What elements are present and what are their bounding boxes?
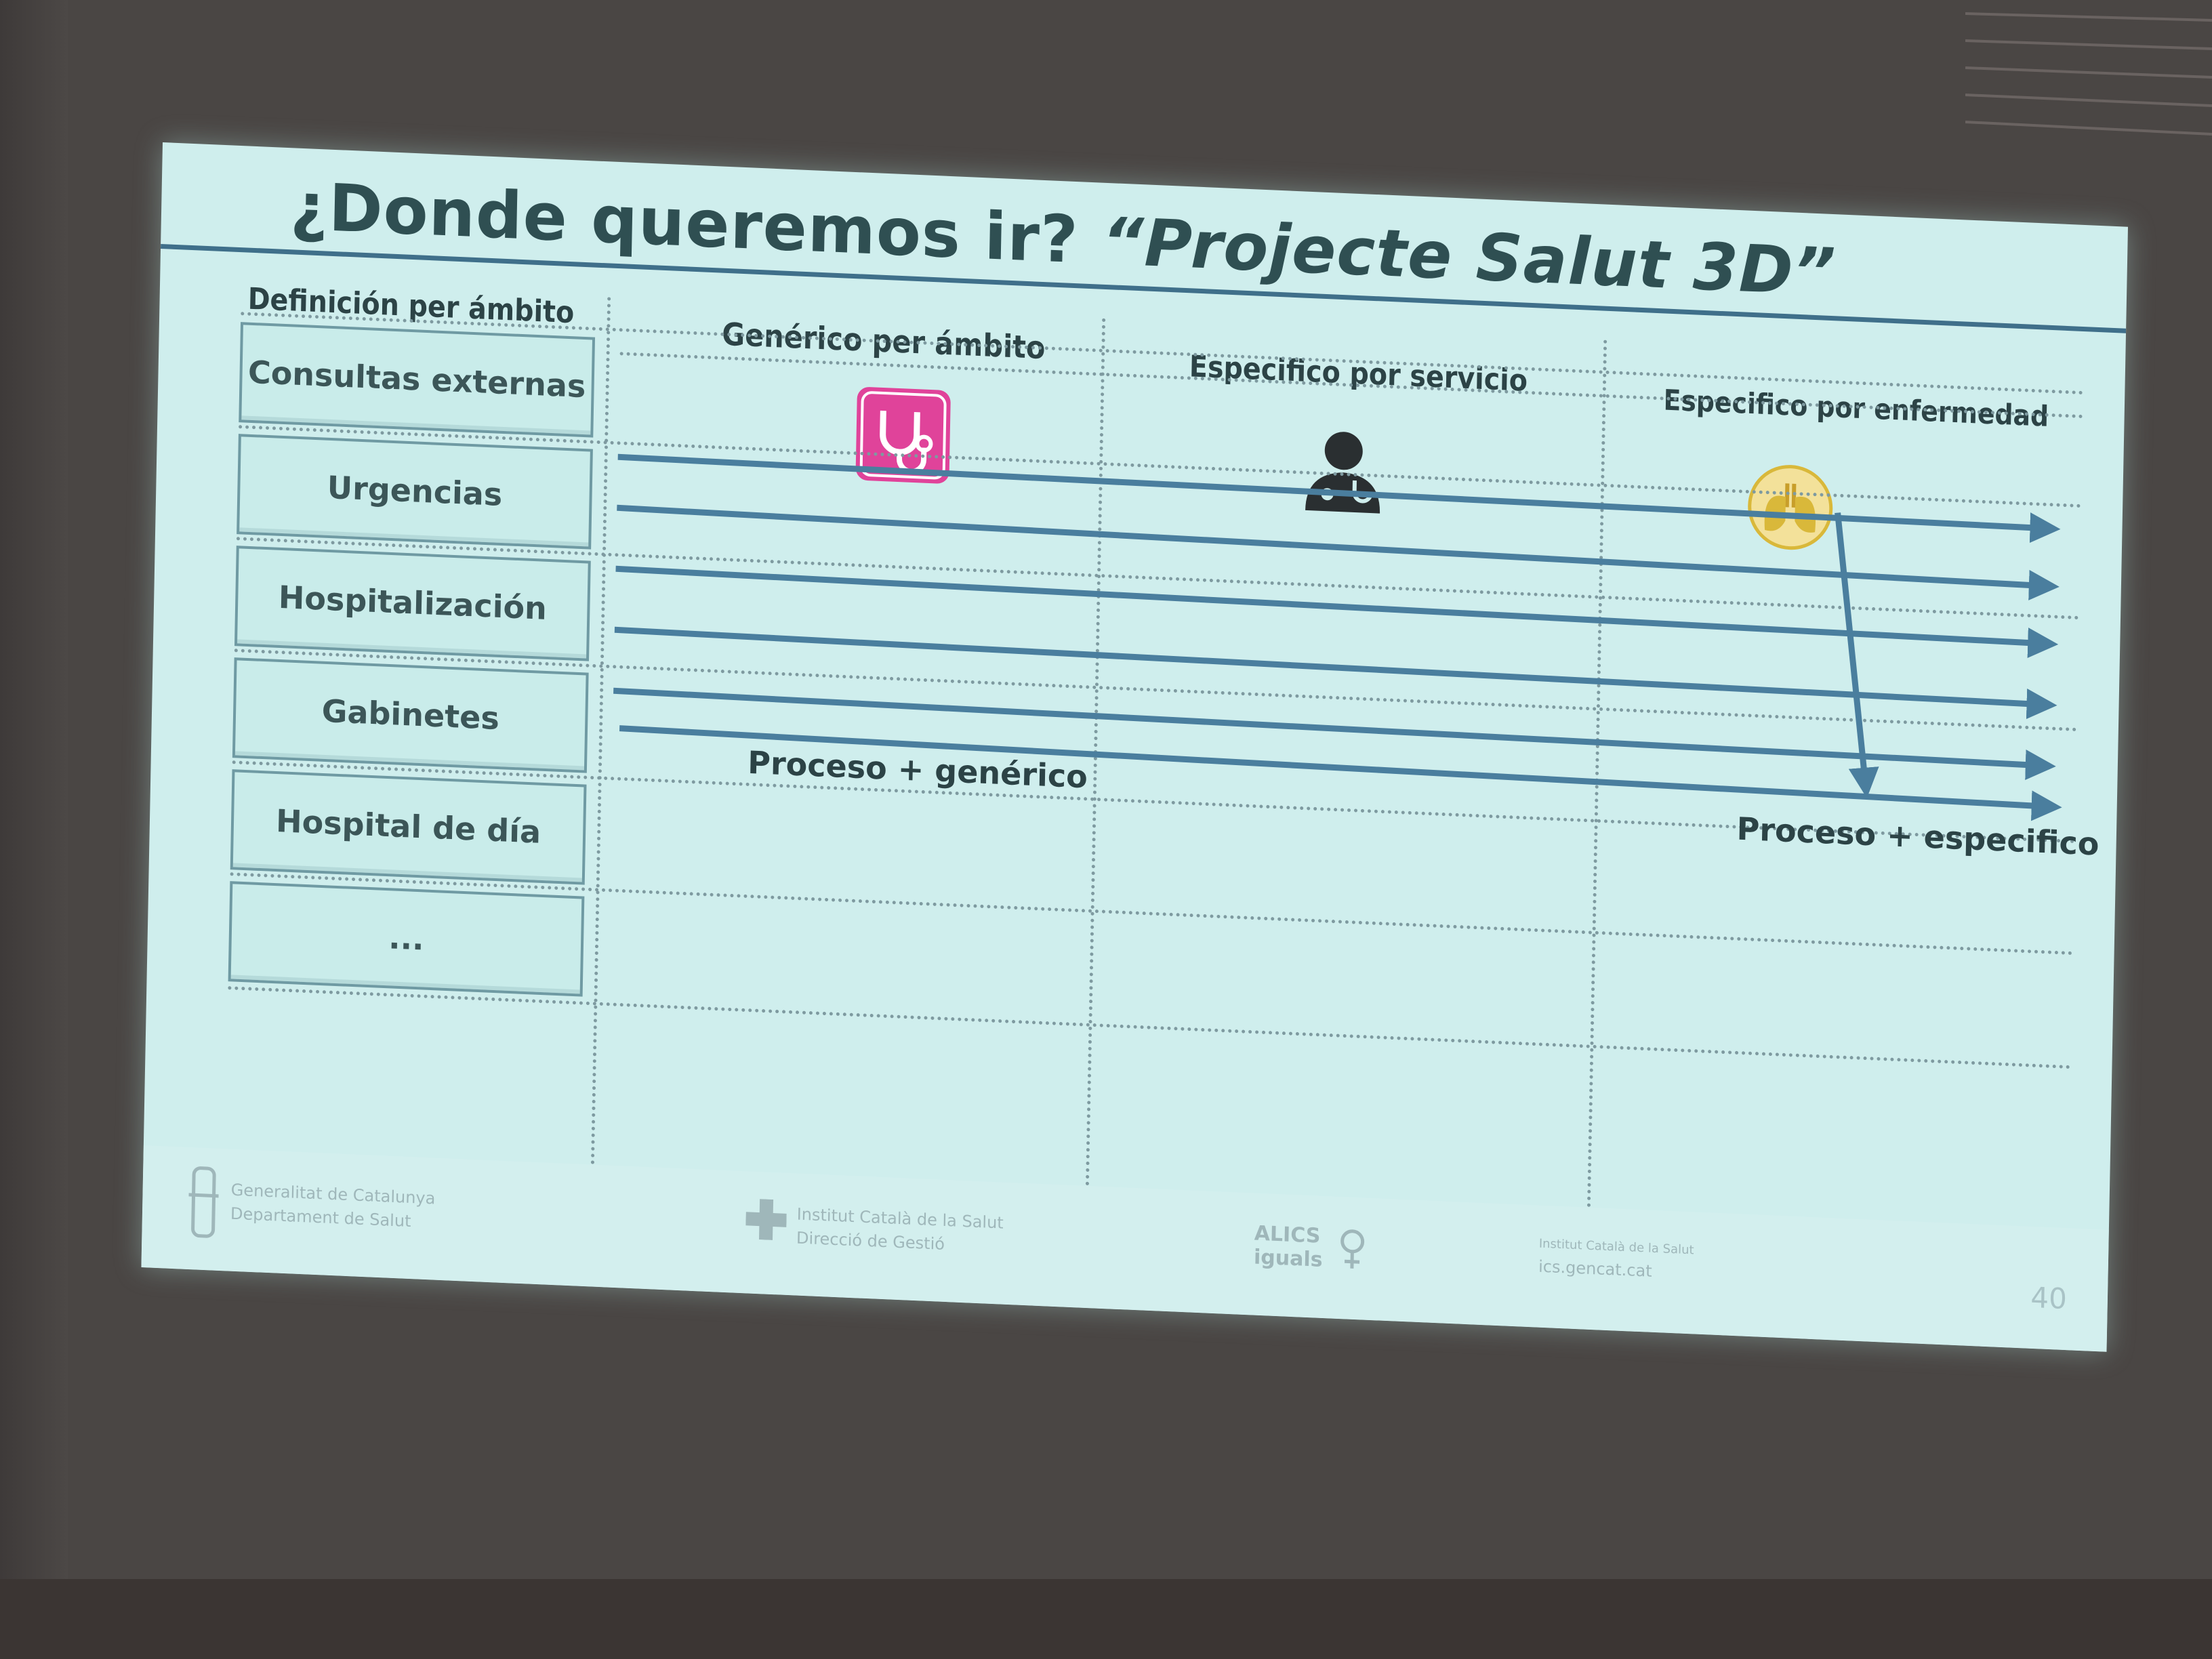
arrow-axis xyxy=(619,725,2062,821)
floor-area xyxy=(0,1579,2212,1659)
projected-slide: ¿Donde queremos ir? “Projecte Salut 3D” … xyxy=(141,142,2129,1352)
arrow-gabinetes xyxy=(615,565,2059,659)
arrow-specific-vertical xyxy=(1835,512,1879,798)
page-number: 40 xyxy=(2030,1280,2068,1316)
arrow-hospital-de-dia xyxy=(614,626,2057,720)
arrow-ellipsis xyxy=(613,687,2056,781)
arrow-hospitalizacion xyxy=(617,504,2060,600)
footer-iguals: iguals xyxy=(1253,1245,1323,1272)
flow-arrows xyxy=(613,453,2062,821)
screen-edge-left xyxy=(0,0,68,1659)
doctor-icon xyxy=(1305,432,1380,514)
ceiling-grille xyxy=(1965,12,2212,136)
arrow-urgencias xyxy=(617,453,2061,544)
gender-symbol-icon xyxy=(1340,1229,1365,1269)
gencat-logo-icon xyxy=(188,1166,219,1238)
stethoscope-icon xyxy=(855,387,951,484)
ics-cross-icon xyxy=(745,1199,787,1240)
